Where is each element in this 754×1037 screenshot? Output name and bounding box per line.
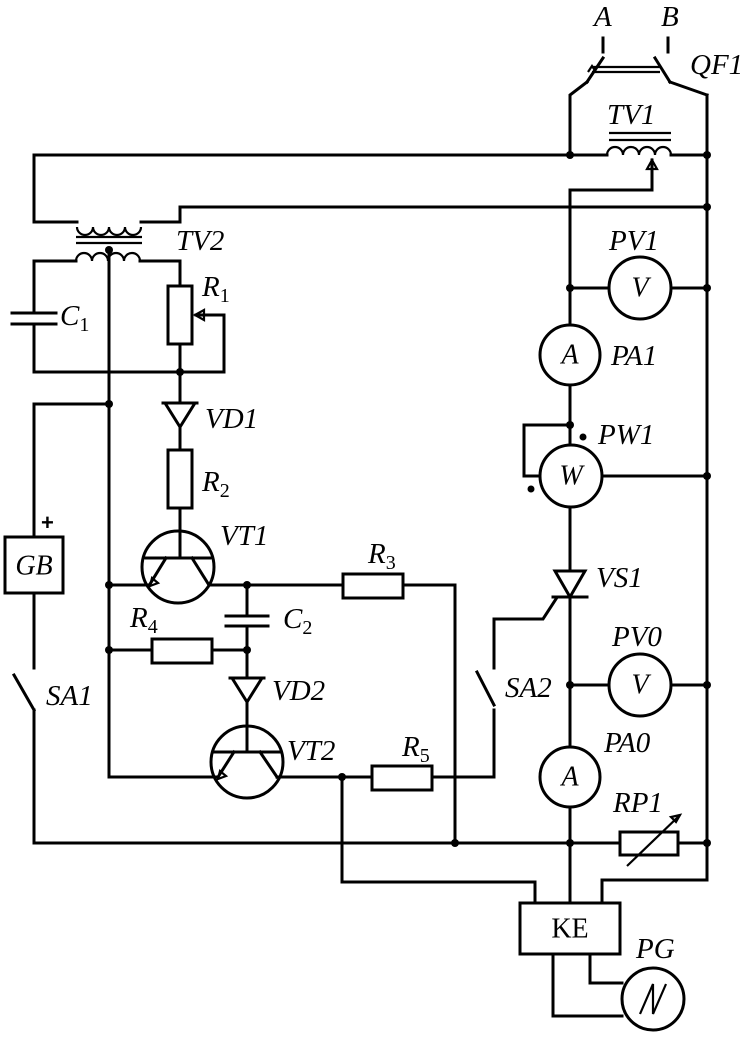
transistor-vt2: VT2 — [209, 724, 335, 800]
wattmeter-pw1: W PW1 — [527, 419, 654, 509]
breaker-qf1-label: QF1 — [690, 49, 743, 81]
capacitor-c2: C2 — [224, 603, 312, 639]
resistor-r2-label: R2 — [201, 466, 230, 502]
diode-vd2-label: VD2 — [272, 675, 325, 707]
battery-gb: GB + — [3, 510, 65, 595]
thyristor-vs1: VS1 — [551, 562, 643, 601]
junction-dots — [105, 151, 711, 847]
resistor-r1-label: R1 — [201, 271, 230, 307]
transformer-tv2-label: TV2 — [176, 225, 224, 257]
terminal-a: A — [592, 1, 612, 54]
voltmeter-pv0-symbol: V — [631, 670, 651, 701]
capacitor-c2-label: C2 — [283, 603, 312, 639]
diode-vd1-label: VD1 — [205, 403, 258, 435]
generator-pg: PG — [620, 933, 686, 1032]
ammeter-pa1-symbol: A — [559, 340, 579, 371]
switch-sa2: SA2 — [474, 669, 552, 708]
resistor-r3: R3 — [341, 538, 405, 600]
transformer-tv1-label: TV1 — [607, 99, 655, 131]
voltmeter-pv1: V PV1 — [607, 225, 673, 321]
switch-sa2-label: SA2 — [505, 672, 552, 704]
voltmeter-pv1-symbol: V — [631, 273, 651, 304]
rheostat-rp1: RP1 — [612, 787, 683, 867]
rheostat-rp1-label: RP1 — [612, 787, 663, 819]
controller-ke-label: KE — [551, 914, 588, 945]
breaker-qf1: QF1 — [584, 49, 743, 85]
ammeter-pa0: A PA0 — [538, 727, 651, 809]
ammeter-pa1-label: PA1 — [610, 340, 657, 372]
switch-sa1: SA1 — [11, 672, 93, 713]
resistor-r2: R2 — [166, 448, 230, 510]
terminal-b-label: B — [661, 1, 679, 33]
thyristor-vs1-label: VS1 — [596, 562, 643, 594]
ammeter-pa1: A PA1 — [538, 323, 657, 387]
capacitor-c1-label: C1 — [60, 300, 89, 336]
resistor-r4-label: R4 — [129, 602, 158, 638]
resistor-r5: R5 — [370, 731, 434, 792]
resistor-r3-label: R3 — [367, 538, 396, 574]
diode-vd2: VD2 — [228, 675, 325, 707]
switch-sa1-label: SA1 — [46, 680, 93, 712]
transistor-vt1: VT1 — [140, 520, 268, 605]
battery-polarity: + — [41, 510, 54, 535]
capacitor-c1: C1 — [10, 300, 89, 336]
transformer-tv1: TV1 — [605, 99, 673, 156]
resistor-r4: R4 — [129, 602, 214, 665]
battery-gb-label: GB — [15, 551, 52, 582]
resistor-r1: R1 — [166, 271, 230, 346]
ammeter-pa0-label: PA0 — [603, 727, 651, 759]
diode-vd1: VD1 — [161, 401, 258, 435]
voltmeter-pv0-label: PV0 — [611, 621, 662, 653]
ammeter-pa0-symbol: A — [559, 762, 579, 793]
voltmeter-pv0: V PV0 — [607, 621, 673, 718]
transistor-vt2-label: VT2 — [287, 735, 335, 767]
wattmeter-pw1-label: PW1 — [597, 419, 654, 451]
generator-pg-label: PG — [635, 933, 675, 965]
terminal-a-label: A — [592, 1, 612, 33]
resistor-r5-label: R5 — [401, 731, 430, 767]
transistor-vt1-label: VT1 — [220, 520, 268, 552]
transformer-tv2: TV2 — [74, 225, 224, 262]
terminal-b: B — [661, 1, 679, 54]
controller-ke: KE — [518, 901, 622, 956]
voltmeter-pv1-label: PV1 — [608, 225, 659, 257]
wattmeter-pw1-symbol: W — [559, 461, 585, 492]
